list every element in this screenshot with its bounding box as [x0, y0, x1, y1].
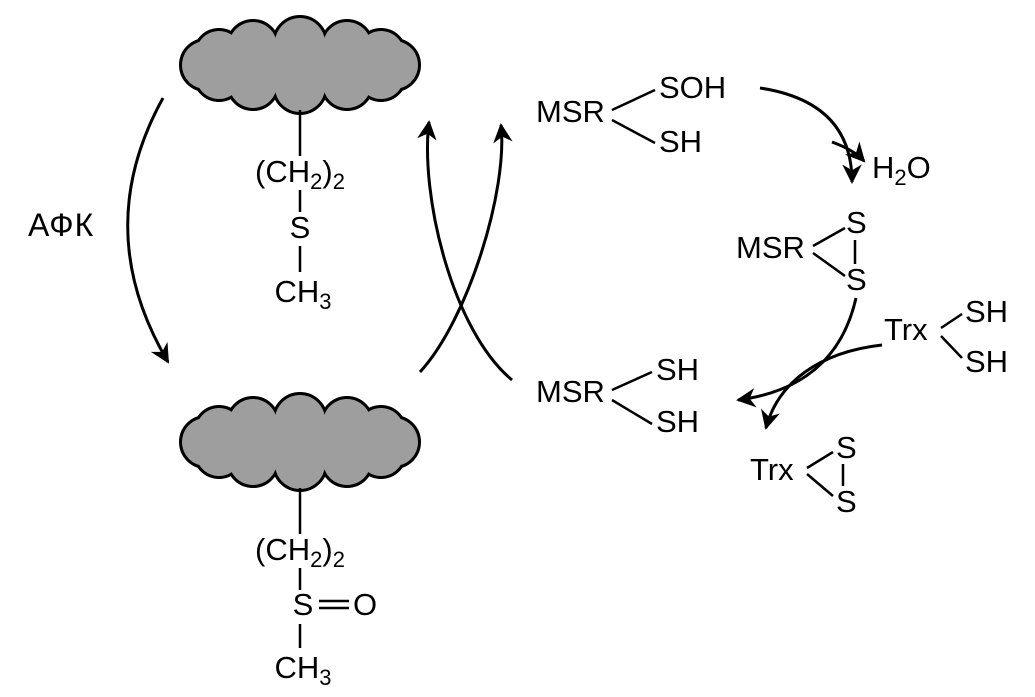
soh-label: SOH: [659, 70, 726, 105]
thioredoxin-reduced: Trx SH SH: [884, 294, 1008, 379]
branch-to-sh-bottom: [940, 335, 963, 359]
sulfur-label: S: [846, 205, 867, 240]
thioredoxin-disulfide: Trx S S: [750, 430, 857, 519]
methylene-group-label: (CH2)2: [255, 154, 345, 194]
arrow-oxidized-to-msr: [418, 123, 513, 374]
ros-label: АФК: [28, 207, 94, 243]
msr-disulfide: MSR S S: [736, 205, 867, 297]
msr-label: MSR: [536, 374, 605, 409]
msr-label: MSR: [736, 230, 805, 265]
sulfoxide-oxygen-label: O: [353, 587, 377, 622]
methylene-group-label: (CH2)2: [255, 532, 345, 572]
branch-to-soh: [611, 88, 656, 112]
sh-label: SH: [659, 124, 702, 159]
arrow-msr-to-reduced: [417, 120, 513, 382]
sh-label: SH: [965, 294, 1008, 329]
arrow-ros-oxidation: [126, 97, 170, 364]
arrow-trx-to-trx-disulfide: [761, 343, 883, 430]
arrow-sulfenic-to-disulfide: [759, 86, 862, 184]
branch-to-s-bottom: [806, 473, 834, 497]
branch-to-sh: [611, 118, 656, 145]
branch-to-sh-top: [611, 370, 653, 392]
sh-label: SH: [656, 352, 699, 387]
trx-label: Trx: [750, 452, 794, 487]
methionine-residue-oxidized: (CH2)2 S O CH3: [182, 395, 418, 690]
sh-label: SH: [656, 404, 699, 439]
sulfoxide-sulfur-label: S: [293, 587, 314, 622]
methyl-group-label: CH3: [274, 650, 331, 690]
methyl-group-label: CH3: [274, 274, 331, 314]
sh-label: SH: [965, 344, 1008, 379]
arrow-water-release: [831, 140, 866, 163]
branch-to-s-top: [806, 450, 834, 470]
protein-cloud-reduced: [182, 18, 418, 112]
branch-to-s-bottom: [812, 251, 846, 278]
sulfur-label: S: [846, 262, 867, 297]
sulfur-label: S: [836, 430, 857, 465]
msr-sulfenic-acid: MSR SOH SH: [536, 70, 726, 159]
branch-to-sh-bottom: [611, 398, 653, 426]
methionine-residue-reduced: (CH2)2 S CH3: [182, 18, 418, 314]
protein-cloud-oxidized: [182, 395, 418, 489]
msr-label: MSR: [536, 94, 605, 129]
sulfur-label: S: [836, 484, 857, 519]
msr-dithiol: MSR SH SH: [536, 352, 699, 439]
arrow-disulfide-to-reduced-msr: [736, 297, 858, 408]
trx-label: Trx: [884, 312, 928, 347]
water-label: H2O: [872, 150, 931, 190]
branch-to-sh-top: [940, 312, 963, 330]
thioether-sulfur-label: S: [290, 210, 311, 245]
branch-to-s-top: [812, 226, 846, 248]
